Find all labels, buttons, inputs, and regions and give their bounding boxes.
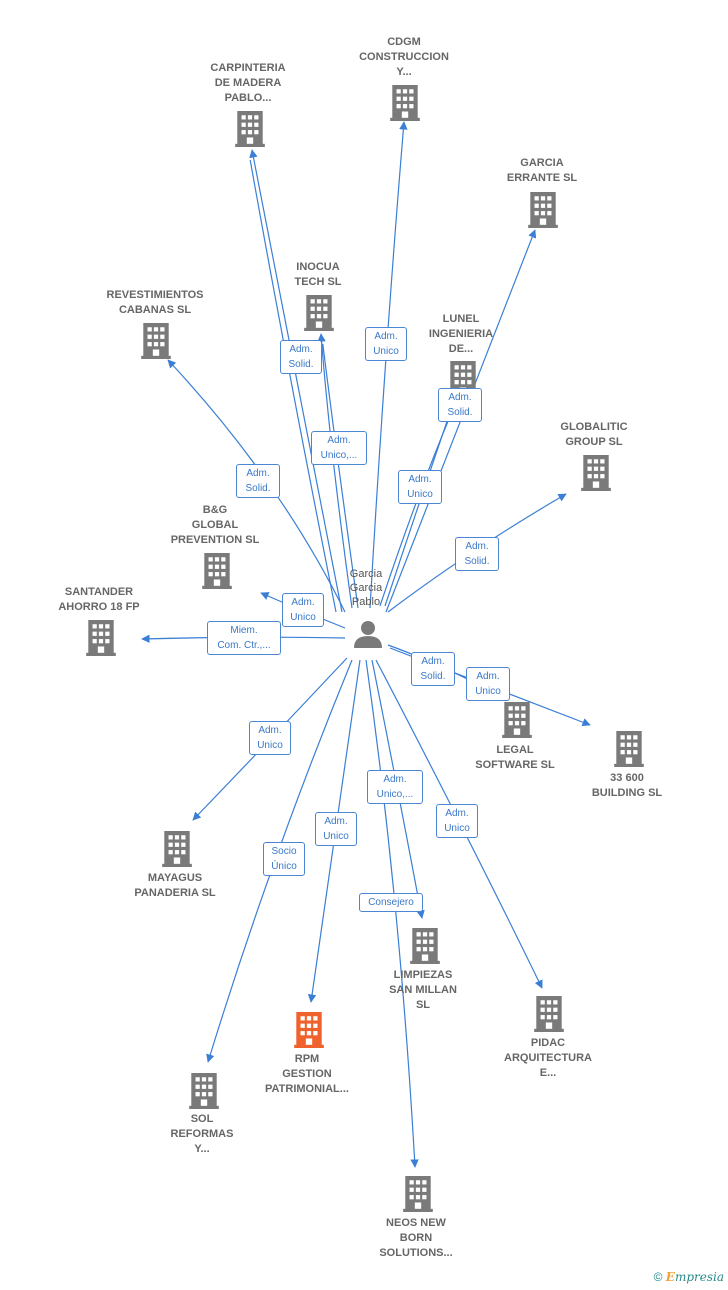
building-icon-bg-global[interactable] bbox=[202, 553, 232, 589]
company-label-pidac[interactable]: PIDAC ARQUITECTURA E... bbox=[504, 1037, 592, 1079]
company-label-revestimientos[interactable]: REVESTIMIENTOS CABANAS SL bbox=[106, 289, 204, 316]
edge-label-limpiezas[interactable]: Adm. Unico,... bbox=[367, 770, 423, 804]
building-icon-garcia-errante[interactable] bbox=[528, 192, 558, 228]
company-label-limpiezas[interactable]: LIMPIEZAS SAN MILLAN SL bbox=[389, 969, 457, 1011]
building-icon-33600[interactable] bbox=[614, 731, 644, 767]
company-label-neos[interactable]: NEOS NEW BORN SOLUTIONS... bbox=[379, 1217, 453, 1259]
company-label-carpinteria[interactable]: CARPINTERIA DE MADERA PABLO... bbox=[210, 62, 286, 104]
building-icon-pidac[interactable] bbox=[534, 996, 564, 1032]
building-icon-mayagus[interactable] bbox=[162, 831, 192, 867]
building-icon-rpm[interactable] bbox=[294, 1012, 324, 1048]
company-label-inocua[interactable]: INOCUA TECH SL bbox=[294, 261, 342, 288]
edge-label-rpm[interactable]: Adm. Unico bbox=[315, 812, 357, 846]
company-label-lunel[interactable]: LUNEL INGENIERIA DE... bbox=[428, 313, 494, 355]
edge-label-garcia-errante[interactable]: Adm. Unico bbox=[398, 470, 442, 504]
edge-label-cdgm[interactable]: Adm. Unico bbox=[365, 327, 407, 361]
company-label-legal-software[interactable]: LEGAL SOFTWARE SL bbox=[475, 744, 555, 771]
brand-logo[interactable]: Empresia bbox=[665, 1270, 724, 1284]
company-label-santander[interactable]: SANTANDER AHORRO 18 FP bbox=[58, 586, 140, 613]
edge-label-legal-software[interactable]: Adm. Solid. bbox=[411, 652, 455, 686]
company-label-33600[interactable]: 33 600 BUILDING SL bbox=[591, 772, 663, 799]
building-icon-cdgm[interactable] bbox=[390, 85, 420, 121]
building-icon-legal-software[interactable] bbox=[502, 702, 532, 738]
edge-label-mayagus[interactable]: Adm. Unico bbox=[249, 721, 291, 755]
edge-label-santander[interactable]: Miem. Com. Ctr.,... bbox=[207, 621, 281, 655]
edge-label-carpinteria[interactable]: Adm. Solid. bbox=[280, 340, 322, 374]
edge-cdgm bbox=[369, 121, 408, 609]
building-icon-limpiezas[interactable] bbox=[410, 928, 440, 964]
edge-label-inocua[interactable]: Adm. Unico,... bbox=[311, 431, 367, 465]
copyright-symbol: © bbox=[653, 1270, 663, 1284]
building-icon-globalitic[interactable] bbox=[581, 455, 611, 491]
footer-brand: © Empresia bbox=[654, 1270, 724, 1284]
edge-label-neos[interactable]: Consejero bbox=[359, 893, 423, 912]
company-label-garcia-errante[interactable]: GARCIA ERRANTE SL bbox=[506, 157, 578, 184]
building-icon-revestimientos[interactable] bbox=[141, 323, 171, 359]
company-label-mayagus[interactable]: MAYAGUS PANADERIA SL bbox=[134, 872, 216, 899]
edge-label-bg-global[interactable]: Adm. Unico bbox=[282, 593, 324, 627]
building-icon-inocua[interactable] bbox=[304, 295, 334, 331]
edge-label-lunel[interactable]: Adm. Solid. bbox=[438, 388, 482, 422]
edge-label-33600[interactable]: Adm. Unico bbox=[466, 667, 510, 701]
building-icon-sol-reformas[interactable] bbox=[189, 1073, 219, 1109]
company-label-globalitic[interactable]: GLOBALITIC GROUP SL bbox=[560, 421, 628, 448]
company-label-rpm[interactable]: RPM GESTION PATRIMONIAL... bbox=[265, 1053, 349, 1095]
company-label-bg-global[interactable]: B&G GLOBAL PREVENTION SL bbox=[170, 504, 260, 546]
building-icon-carpinteria[interactable] bbox=[235, 111, 265, 147]
edge-label-globalitic[interactable]: Adm. Solid. bbox=[455, 537, 499, 571]
edge-label-pidac[interactable]: Adm. Unico bbox=[436, 804, 478, 838]
company-label-cdgm[interactable]: CDGM CONSTRUCCION Y... bbox=[359, 36, 449, 78]
company-label-sol-reformas[interactable]: SOL REFORMAS Y... bbox=[170, 1113, 234, 1155]
edge-label-sol-reformas[interactable]: Socio Único bbox=[263, 842, 305, 876]
person-icon[interactable] bbox=[354, 621, 382, 648]
building-icon-neos[interactable] bbox=[403, 1176, 433, 1212]
building-icon-santander[interactable] bbox=[86, 620, 116, 656]
edge-label-revestimientos[interactable]: Adm. Solid. bbox=[236, 464, 280, 498]
center-person-name[interactable]: Garcia Garcia Pablo bbox=[349, 568, 383, 608]
